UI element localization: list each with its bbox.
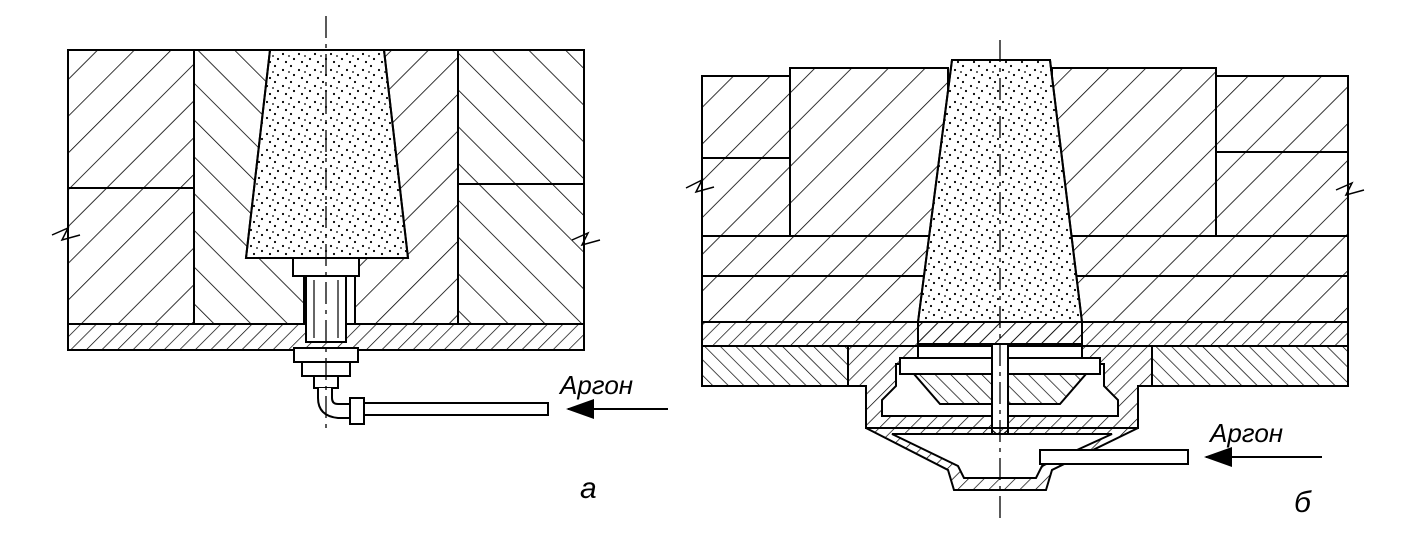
view-b-brick-center-left	[789, 67, 949, 237]
view-b-lower-plate-right	[1151, 345, 1349, 387]
view-b-break-left	[685, 178, 715, 194]
view-a-break-left	[51, 226, 81, 242]
view-b-brick-right-upper	[1215, 75, 1349, 153]
view-a-break-right	[571, 231, 601, 247]
view-a-argon-label: Аргон	[558, 370, 633, 400]
view-b-letter: б	[1294, 486, 1312, 519]
view-b-brick-left-upper	[701, 75, 791, 159]
view-a-brick-right-lower	[457, 183, 585, 325]
view-a-brick-left-upper	[67, 49, 195, 189]
view-a-brick-right-upper	[457, 49, 585, 185]
view-a-drawing	[51, 49, 601, 425]
view-a-argon-pipe	[317, 388, 351, 419]
view-b-argon-label: Аргон	[1208, 418, 1283, 448]
view-b-argon-pipe	[1039, 449, 1189, 465]
view-b-brick-left-lower	[701, 157, 791, 237]
view-b-break-right	[1335, 181, 1365, 197]
view-a-letter: а	[580, 472, 597, 505]
view-b-brick-right-lower	[1215, 151, 1349, 237]
view-b-brick-center-right	[1051, 67, 1217, 237]
view-b-lower-plate-left	[701, 345, 849, 387]
view-a-brick-left-lower	[67, 187, 195, 325]
